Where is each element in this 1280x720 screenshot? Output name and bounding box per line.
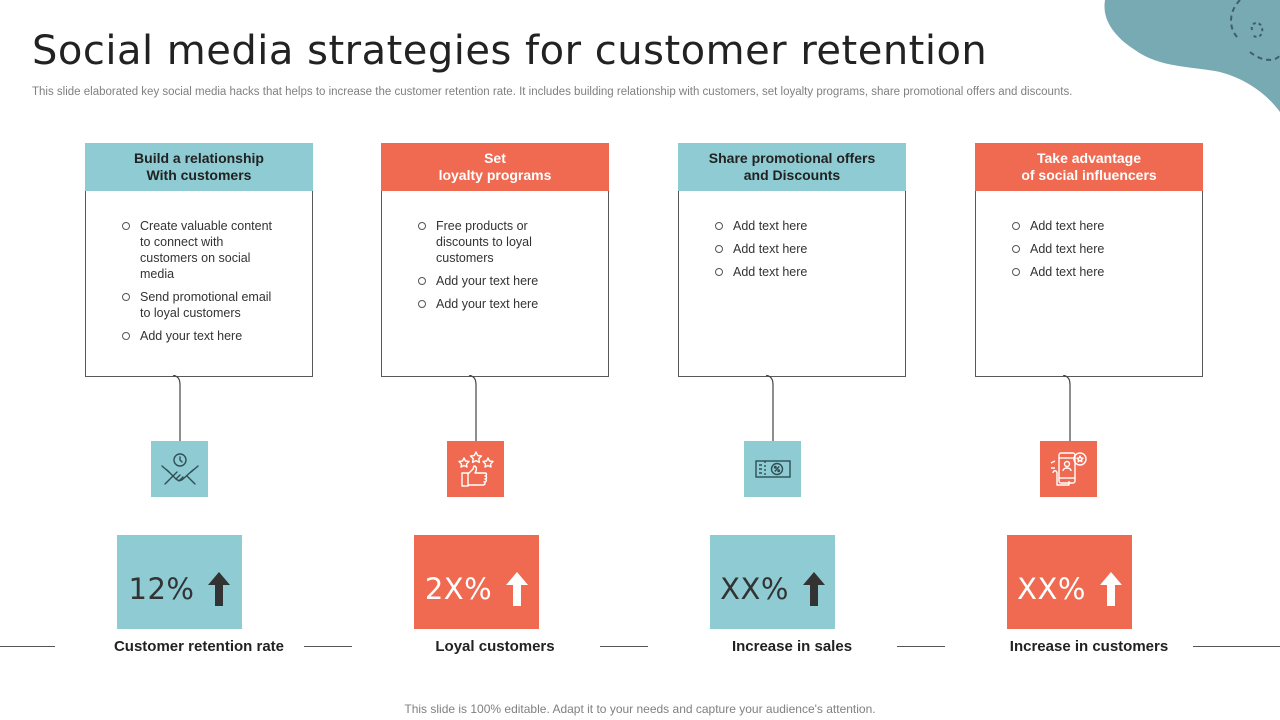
kpi-value: XX% [1017, 572, 1086, 606]
bullet-item: Add your text here [418, 273, 578, 289]
bullet-item: Free products or discounts to loyal cust… [418, 218, 578, 266]
connector-line [765, 375, 774, 441]
kpi-box: 2X% [414, 535, 539, 629]
bullet-item: Add text here [715, 218, 875, 234]
divider-line [897, 646, 945, 647]
page-title: Social media strategies for customer ret… [32, 28, 988, 74]
kpi-value: XX% [720, 572, 789, 606]
bullet-circle-icon [715, 245, 723, 253]
connector-line [1062, 375, 1071, 441]
card-header: Take advantage of social influencers [975, 143, 1203, 191]
card-header: Build a relationship With customers [85, 143, 313, 191]
bullet-circle-icon [715, 222, 723, 230]
kpi-label: Loyal customers [435, 638, 555, 655]
footer-note: This slide is 100% editable. Adapt it to… [404, 702, 876, 716]
bullet-item: Add text here [715, 241, 875, 257]
discount-coupon-icon [744, 441, 801, 497]
up-arrow-icon [506, 572, 529, 606]
kpi-label: Increase in sales [731, 638, 853, 655]
bullet-circle-icon [122, 222, 130, 230]
card-header: Share promotional offers and Discounts [678, 143, 906, 191]
bullet-circle-icon [418, 277, 426, 285]
bullet-circle-icon [1012, 268, 1020, 276]
divider-line [304, 646, 352, 647]
kpi-label: Increase in customers [1009, 638, 1169, 655]
bullet-item: Create valuable content to connect with … [122, 218, 282, 282]
bullet-item: Add your text here [418, 296, 578, 312]
divider-line [0, 646, 55, 647]
kpi-box: XX% [1007, 535, 1132, 629]
bullet-item: Add text here [1012, 264, 1172, 280]
bullet-circle-icon [122, 332, 130, 340]
thumbs-up-stars-icon [447, 441, 504, 497]
handshake-icon [151, 441, 208, 497]
up-arrow-icon [802, 572, 825, 606]
kpi-value: 12% [128, 572, 195, 606]
strategy-card: Share promotional offers and Discounts A… [678, 143, 906, 377]
bullet-circle-icon [418, 300, 426, 308]
bullet-item: Add text here [1012, 241, 1172, 257]
bullet-circle-icon [1012, 222, 1020, 230]
strategy-card: Build a relationship With customers Crea… [85, 143, 313, 377]
connector-line [468, 375, 477, 441]
influencer-phone-icon [1040, 441, 1097, 497]
strategy-column-loyalty: Set loyalty programs Free products or di… [381, 0, 609, 720]
page-subtitle: This slide elaborated key social media h… [32, 86, 1073, 98]
divider-line [600, 646, 648, 647]
kpi-value: 2X% [424, 572, 493, 606]
strategy-column-influencers: Take advantage of social influencers Add… [975, 0, 1203, 720]
bullet-item: Add text here [1012, 218, 1172, 234]
bullet-circle-icon [1012, 245, 1020, 253]
bullet-item: Add your text here [122, 328, 282, 344]
bullet-item: Send promotional email to loyal customer… [122, 289, 282, 321]
connector-line [172, 375, 181, 441]
strategy-column-promotions: Share promotional offers and Discounts A… [678, 0, 906, 720]
strategy-card: Set loyalty programs Free products or di… [381, 143, 609, 377]
up-arrow-icon [208, 572, 231, 606]
bullet-circle-icon [122, 293, 130, 301]
bullet-circle-icon [418, 222, 426, 230]
bullet-item: Add text here [715, 264, 875, 280]
up-arrow-icon [1099, 572, 1122, 606]
kpi-box: XX% [710, 535, 835, 629]
decorative-blob [1104, 0, 1280, 112]
divider-line [1193, 646, 1280, 647]
card-header: Set loyalty programs [381, 143, 609, 191]
strategy-column-relationship: Build a relationship With customers Crea… [85, 0, 313, 720]
kpi-box: 12% [117, 535, 242, 629]
bullet-circle-icon [715, 268, 723, 276]
strategy-card: Take advantage of social influencers Add… [975, 143, 1203, 377]
kpi-label: Customer retention rate [113, 638, 285, 655]
